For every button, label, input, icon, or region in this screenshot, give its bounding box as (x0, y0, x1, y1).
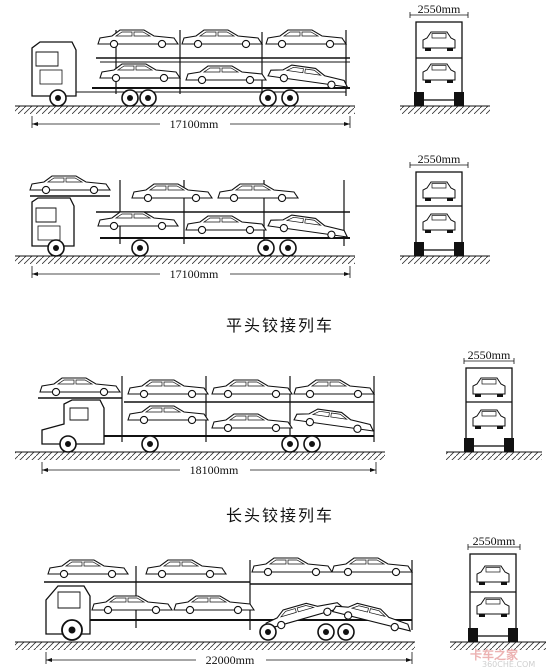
diagram-3-side-view: 18100mm (15, 376, 385, 477)
flat-head-caption: 平头铰接列车 (226, 316, 335, 335)
diagram-3-width-label: 2550mm (468, 348, 511, 362)
watermark-logo: 卡车之家 (470, 648, 519, 662)
diagram-2-width-label: 2550mm (418, 152, 461, 166)
diagram-2-side-view: 17100mm (15, 175, 355, 281)
diagram-3-length-label: 18100mm (190, 463, 239, 477)
diagram-1-length-label: 17100mm (170, 117, 219, 131)
diagram-1-rear-view: 2550mm (400, 2, 490, 114)
diagram-4-rear-view: 2550mm (450, 534, 546, 650)
diagram-1-side-view: 17100mm (15, 29, 355, 131)
long-head-caption: 长头铰接列车 (226, 506, 335, 525)
diagram-2-length-label: 17100mm (170, 267, 219, 281)
diagram-4-length-label: 22000mm (206, 653, 255, 667)
watermark-url: 360CHE.COM (482, 660, 536, 669)
diagram-1-width-label: 2550mm (418, 2, 461, 16)
diagram-4-width-label: 2550mm (473, 534, 516, 548)
diagram-4-side-view: 22000mm (15, 557, 415, 667)
diagram-3-rear-view: 2550mm (446, 348, 542, 460)
diagram-2-rear-view: 2550mm (400, 152, 490, 264)
